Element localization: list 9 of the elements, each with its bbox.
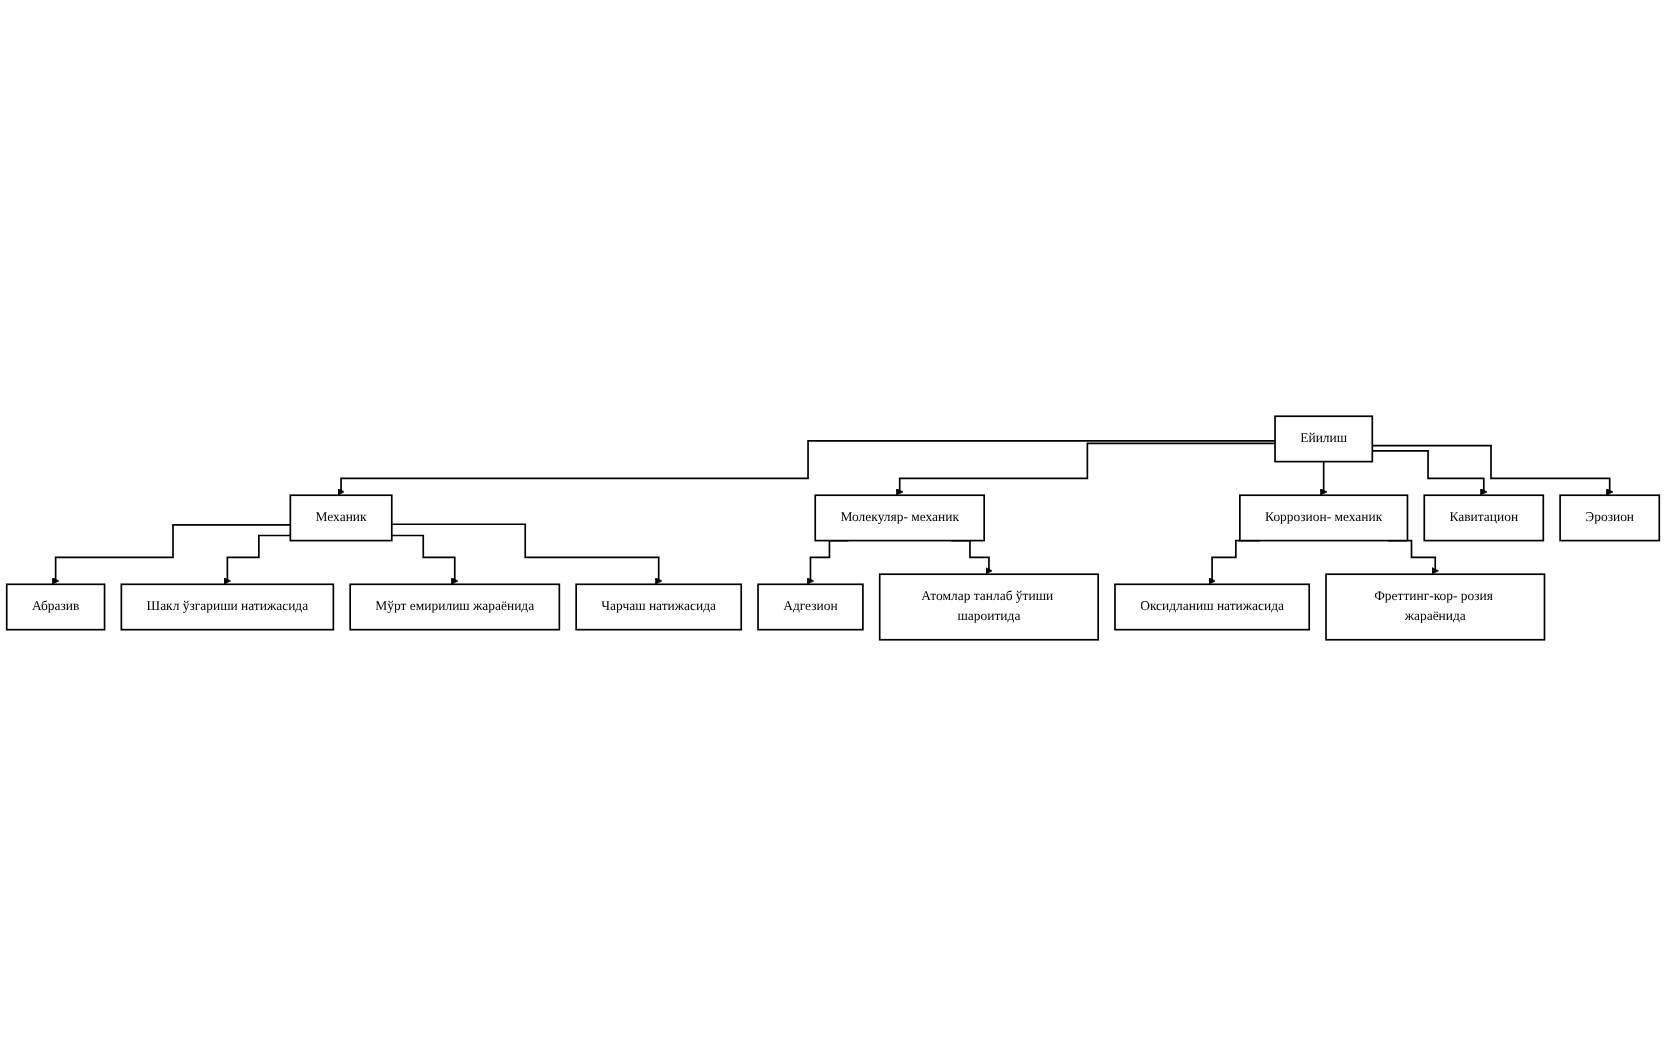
arrow	[1319, 460, 1328, 496]
arrow	[1371, 450, 1488, 496]
arrow	[896, 442, 1276, 496]
arrow	[51, 524, 292, 585]
arrow	[1371, 444, 1614, 496]
arrow	[390, 523, 663, 585]
arrow	[390, 534, 459, 585]
arrow	[223, 534, 292, 585]
arrow	[337, 440, 1276, 496]
